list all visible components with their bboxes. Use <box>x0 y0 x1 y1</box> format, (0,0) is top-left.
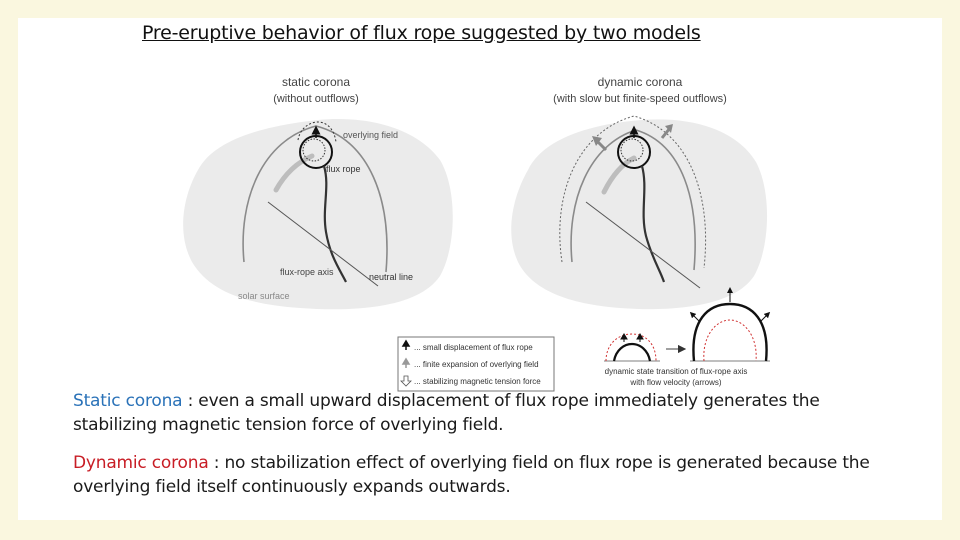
transition-caption-1: dynamic state transition of flux-rope ax… <box>605 367 748 376</box>
static-corona-term: Static corona <box>73 391 183 411</box>
dynamic-corona-term: Dynamic corona <box>73 453 209 473</box>
static-corona-paragraph: Static corona : even a small upward disp… <box>73 389 903 437</box>
displaced-field-dotted <box>297 121 337 143</box>
dynamic-neutral-line <box>585 201 701 289</box>
static-corona-heading: static corona <box>282 75 350 89</box>
inner-field-loop <box>273 153 315 193</box>
inset-arrow-1 <box>620 333 628 342</box>
expansion-arrow-right-head <box>665 124 673 133</box>
label-flux-rope-axis: flux-rope axis <box>280 267 334 277</box>
inset-red-dotted-left <box>605 333 657 362</box>
hollow-down-arrow-icon <box>400 375 412 387</box>
expansion-arrow-left-head <box>592 136 602 146</box>
legend-item-2: ... finite expansion of overlying field <box>414 360 539 369</box>
gray-arrow-icon <box>401 357 411 368</box>
inset-arrow-2 <box>636 333 644 342</box>
dynamic-flux-rope-leg <box>640 165 666 283</box>
label-flux-rope: flux rope <box>326 164 361 174</box>
dynamic-inner-field-loop <box>601 155 637 195</box>
flux-rope-inner-dotted <box>302 138 326 162</box>
dynamic-solar-surface-blob <box>511 119 768 310</box>
inset-rope-right <box>692 302 768 362</box>
inset-arrow-3 <box>689 311 701 323</box>
inset-arrow-5 <box>759 311 771 323</box>
slide <box>18 18 942 520</box>
label-neutral-line: neutral line <box>369 272 413 282</box>
label-overlying-field: overlying field <box>343 130 398 140</box>
static-corona-text: : even a small upward displacement of fl… <box>73 391 820 435</box>
label-solar-surface: solar surface <box>238 291 290 301</box>
transition-caption-2: with flow velocity (arrows) <box>629 378 721 387</box>
neutral-line <box>267 201 379 287</box>
legend-item-1: ... small displacement of flux rope <box>414 343 533 352</box>
inset-red-dotted-right <box>703 319 757 362</box>
flux-rope-leg <box>322 165 347 283</box>
dynamic-corona-text: : no stabilization effect of overlying f… <box>73 453 870 497</box>
static-corona-panel: static corona (without outflows) overlyi… <box>183 75 453 310</box>
dynamic-corona-paragraph: Dynamic corona : no stabilization effect… <box>73 451 903 499</box>
black-arrow-icon <box>401 339 411 350</box>
legend-item-3: ... stabilizing magnetic tension force <box>414 377 541 386</box>
legend-box: ... small displacement of flux rope ... … <box>397 336 555 392</box>
dynamic-corona-heading: dynamic corona <box>598 75 683 89</box>
dynamic-corona-panel: dynamic corona (with slow but finite-spe… <box>511 75 768 310</box>
dynamic-corona-subheading: (with slow but finite-speed outflows) <box>553 93 727 105</box>
dynamic-flux-rope-inner-dotted <box>620 138 644 162</box>
expanded-field-dotted-arch <box>559 115 707 269</box>
transition-inset: dynamic state transition of flux-rope ax… <box>604 287 771 387</box>
slide-title: Pre-eruptive behavior of flux rope sugge… <box>142 22 701 44</box>
static-corona-subheading: (without outflows) <box>273 93 359 105</box>
solar-surface-blob <box>183 119 453 310</box>
inset-rope-left <box>612 342 652 362</box>
